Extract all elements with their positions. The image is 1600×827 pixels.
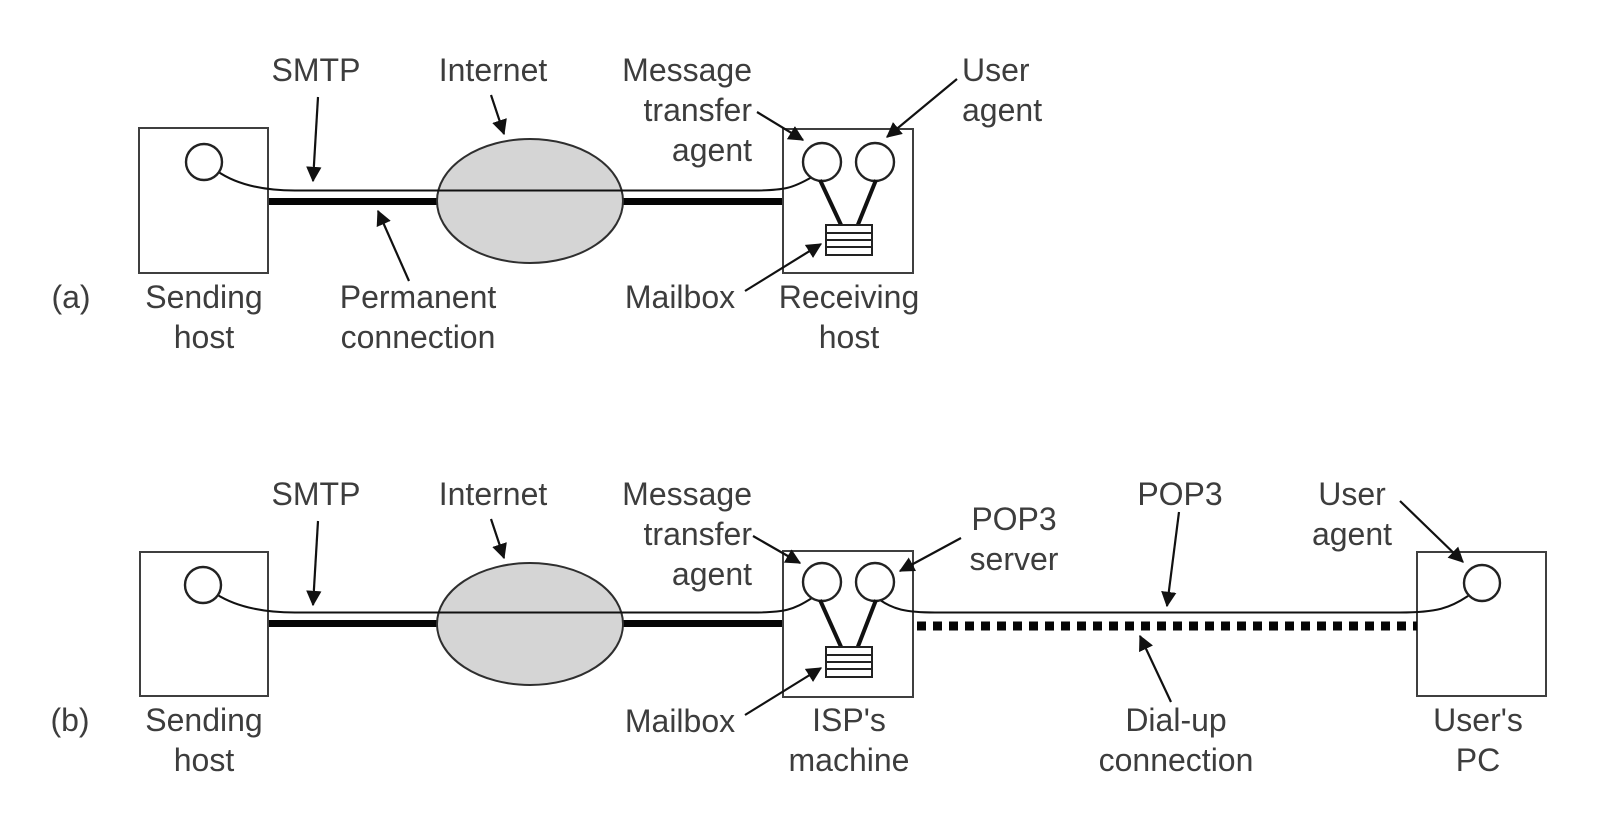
- label-smtp-a: SMTP: [271, 52, 361, 88]
- internet-ellipse: [436, 138, 624, 264]
- message-path-line-b1: [215, 593, 813, 614]
- message-path-line-b2: [879, 595, 1469, 614]
- ua-to-mailbox-line: [855, 179, 878, 228]
- panel-tag-a: (a): [51, 279, 91, 315]
- dialup-arrow: [1139, 634, 1172, 703]
- label-mailbox-a: Mailbox: [624, 279, 736, 315]
- label-user-agent-a: User agent: [962, 52, 1043, 128]
- pop3-to-mailbox-line-b: [855, 599, 878, 650]
- panel-a-shapes: [138, 78, 958, 292]
- user-agent-arrow-b: [1399, 500, 1464, 563]
- label-users-pc: User's PC: [1433, 702, 1523, 778]
- label-smtp-b: SMTP: [271, 476, 361, 512]
- mailbox-arrow-b: [744, 667, 823, 716]
- pc-user-agent-circle: [1462, 563, 1502, 603]
- internet-arrow-b: [489, 518, 507, 560]
- label-sending-host-a: Sending host: [145, 279, 263, 355]
- internet-arrow: [489, 94, 507, 136]
- label-pop3-server: POP3 server: [969, 501, 1059, 577]
- mta-arrow: [756, 111, 805, 141]
- mailbox-arrow: [744, 243, 823, 292]
- user-agent-arrow: [886, 78, 958, 138]
- label-internet-b: Internet: [438, 476, 548, 512]
- permanent-connection-arrow: [376, 209, 411, 282]
- label-pop3: POP3: [1137, 476, 1223, 512]
- smtp-arrow-b: [306, 520, 322, 607]
- mta-to-mailbox-line-b: [818, 599, 844, 650]
- panel-b-shapes: [139, 500, 1547, 716]
- message-path-line: [216, 170, 813, 192]
- label-isps-machine: ISP's machine: [788, 702, 910, 778]
- isp-mta-circle: [801, 561, 843, 603]
- label-user-agent-b: User agent: [1311, 476, 1393, 552]
- label-receiving-host: Receiving host: [778, 279, 920, 355]
- internet-ellipse-b: [436, 562, 624, 686]
- mta-arrow-b: [752, 535, 802, 564]
- receiving-user-agent-circle: [854, 141, 896, 183]
- panel-tag-b: (b): [50, 702, 90, 738]
- label-sending-host-b: Sending host: [145, 702, 263, 778]
- label-internet-a: Internet: [438, 52, 548, 88]
- mta-to-mailbox-line: [818, 179, 844, 228]
- sending-user-agent-circle: [184, 142, 224, 182]
- pop3-server-circle: [854, 561, 896, 603]
- smtp-arrow: [306, 96, 322, 183]
- label-permanent-connection: Permanent connection: [339, 279, 497, 355]
- label-dialup-connection: Dial-up connection: [1098, 702, 1254, 778]
- sending-user-agent-circle-b: [183, 565, 223, 605]
- pop3-server-arrow: [898, 537, 962, 572]
- pop3-arrow: [1161, 511, 1181, 608]
- label-message-transfer-agent-b: Message transfer agent: [622, 476, 752, 592]
- mailbox-icon: [825, 224, 873, 256]
- mailbox-icon-b: [825, 646, 873, 678]
- receiving-mta-circle: [801, 141, 843, 183]
- label-mailbox-b: Mailbox: [624, 703, 736, 739]
- label-message-transfer-agent-a: Message transfer agent: [622, 52, 752, 168]
